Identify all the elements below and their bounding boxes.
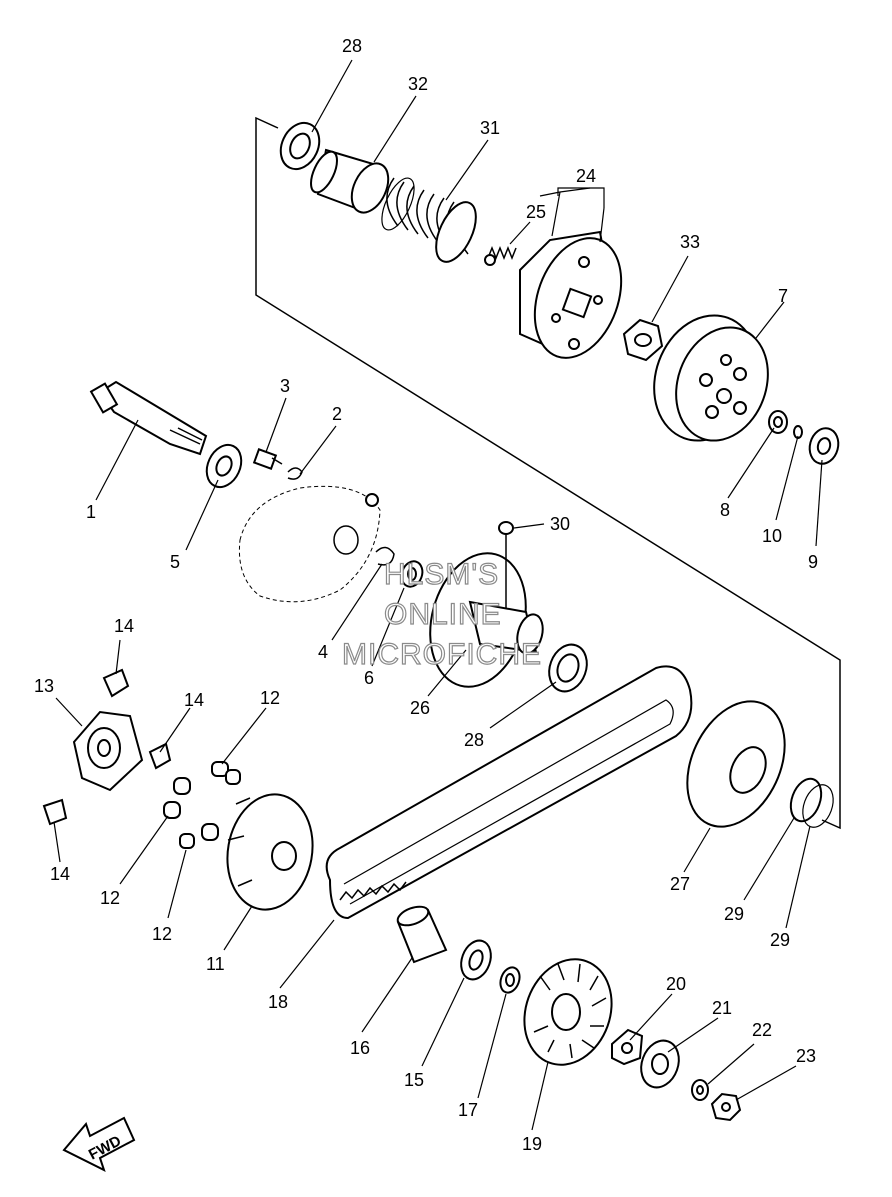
callout-24: 24 (576, 166, 596, 186)
part-16-collar (396, 905, 448, 964)
callout-23: 23 (796, 1046, 816, 1066)
part-1-primary-shaft (89, 380, 208, 456)
callout-16: 16 (350, 1038, 370, 1058)
watermark-line-2: ONLINE (384, 598, 502, 631)
callouts: 28 32 31 24 25 33 7 3 2 1 5 8 10 9 30 4 … (34, 36, 818, 1154)
part-3-bolt (252, 448, 283, 470)
part-27-fixed-sheave (686, 700, 786, 828)
callout-21: 21 (712, 998, 732, 1018)
part-31-clutch-spring (381, 177, 477, 263)
callout-1: 1 (86, 502, 96, 522)
part-25-small-spring (484, 245, 517, 266)
part-21-one-way-clutch (640, 1039, 680, 1089)
part-8-bearing (768, 410, 788, 434)
part-28-oil-seal-lower (548, 643, 588, 693)
callout-14-a: 14 (114, 616, 134, 636)
part-9-bearing (808, 427, 840, 465)
callout-12-b: 12 (100, 888, 120, 908)
callout-9: 9 (808, 552, 818, 572)
part-4-circlip (375, 546, 395, 566)
callout-22: 22 (752, 1020, 772, 1040)
callout-15: 15 (404, 1070, 424, 1090)
watermark: HLSM'S ONLINE MICROFICHE (341, 557, 542, 671)
part-29-ring-a (789, 777, 823, 823)
callout-3: 3 (280, 376, 290, 396)
part-14-slider-b (148, 742, 172, 770)
callout-10: 10 (762, 526, 782, 546)
part-12-weight-a (211, 761, 241, 785)
callout-30: 30 (550, 514, 570, 534)
callout-32: 32 (408, 74, 428, 94)
part-15-bearing (460, 939, 492, 981)
part-23-nut (710, 1092, 742, 1122)
callout-27: 27 (670, 874, 690, 894)
callout-29-a: 29 (724, 904, 744, 924)
part-24-clutch-carrier (519, 230, 623, 359)
callout-13: 13 (34, 676, 54, 696)
part-30-guide-pin (498, 521, 514, 608)
watermark-line-1: HLSM'S (384, 558, 499, 591)
part-20-lock-plate (611, 1028, 644, 1066)
part-7-clutch-housing (653, 314, 769, 442)
part-18-v-belt (325, 665, 693, 920)
callout-29-b: 29 (770, 930, 790, 950)
callout-7: 7 (778, 286, 788, 306)
callout-11: 11 (206, 954, 225, 974)
callout-5: 5 (170, 552, 180, 572)
part-13-cam-plate (72, 710, 144, 792)
part-22-washer (691, 1079, 709, 1101)
part-28-oil-seal-top (279, 121, 321, 171)
callout-20: 20 (666, 974, 686, 994)
callout-31: 31 (480, 118, 500, 138)
part-32-collar (310, 148, 390, 214)
callout-19: 19 (522, 1134, 542, 1154)
callout-17: 17 (458, 1100, 478, 1120)
watermark-line-3: MICROFICHE (342, 638, 542, 671)
callout-28-top: 28 (342, 36, 362, 56)
part-29-ring-b (802, 784, 834, 828)
callout-12-a: 12 (260, 688, 280, 708)
part-6-washer (400, 560, 424, 588)
callout-33: 33 (680, 232, 700, 252)
callout-2: 2 (332, 404, 342, 424)
part-5-bearing (205, 443, 243, 489)
callout-28-lower: 28 (464, 730, 484, 750)
callout-4: 4 (318, 642, 328, 662)
part-26-sliding-sheave (429, 552, 544, 688)
callout-6: 6 (364, 668, 374, 688)
part-12-weight-c (179, 823, 219, 849)
part-cover-plate (238, 485, 381, 603)
callout-18: 18 (268, 992, 288, 1012)
callout-8: 8 (720, 500, 730, 520)
assembly-bracket (255, 116, 841, 830)
leader-lines (53, 59, 823, 1131)
part-33-nut (622, 318, 664, 362)
callout-25: 25 (526, 202, 546, 222)
forward-arrow-icon: FWD (62, 1116, 136, 1172)
part-11-primary-sheave (226, 793, 314, 911)
part-17-washer (499, 966, 521, 994)
part-12-weight-b (163, 777, 191, 819)
part-19-fan-sheave (523, 958, 613, 1066)
callout-26: 26 (410, 698, 430, 718)
callout-12-c: 12 (152, 924, 172, 944)
callout-14-b: 14 (184, 690, 204, 710)
part-14-slider-c (42, 798, 68, 826)
callout-14-c: 14 (50, 864, 70, 884)
